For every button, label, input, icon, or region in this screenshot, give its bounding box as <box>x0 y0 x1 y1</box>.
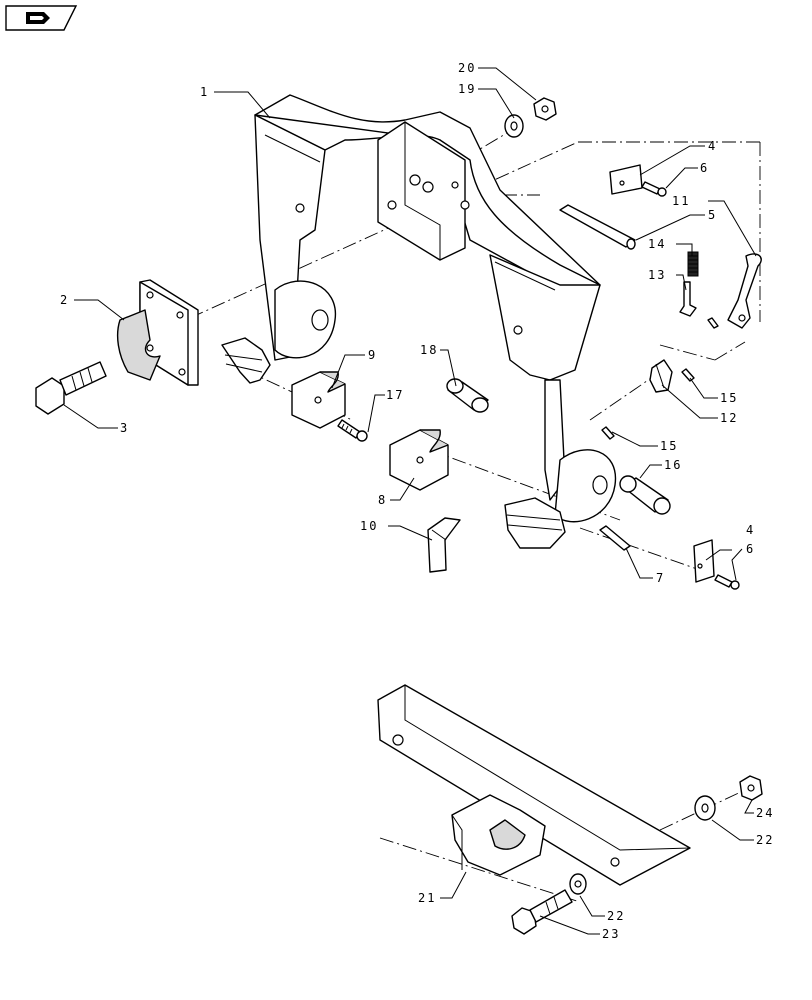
part-6-screw-lower[interactable] <box>714 574 740 590</box>
part-14-spring[interactable] <box>687 251 699 277</box>
callout-3[interactable]: 3 <box>120 421 129 435</box>
part-20-nut[interactable] <box>533 97 557 121</box>
callout-14[interactable]: 14 <box>648 237 666 251</box>
callout-21[interactable]: 21 <box>418 891 436 905</box>
callout-22-left[interactable]: 22 <box>607 909 625 923</box>
callout-18[interactable]: 18 <box>420 343 438 357</box>
part-12-latch[interactable] <box>649 359 673 393</box>
callout-2[interactable]: 2 <box>60 293 69 307</box>
callout-23[interactable]: 23 <box>602 927 620 941</box>
callout-4-upper[interactable]: 4 <box>708 139 717 153</box>
callout-13[interactable]: 13 <box>648 268 666 282</box>
part-24-nut[interactable] <box>739 775 763 801</box>
callout-labels: 1 2 3 4 5 6 4 6 7 8 9 10 11 12 13 14 15 … <box>60 61 774 941</box>
callout-17[interactable]: 17 <box>386 388 404 402</box>
callout-6-lower[interactable]: 6 <box>746 542 755 556</box>
callout-16[interactable]: 16 <box>664 458 682 472</box>
part-11-latch-handle[interactable] <box>727 253 762 329</box>
callout-leaders <box>63 67 757 935</box>
callout-6-upper[interactable]: 6 <box>700 161 709 175</box>
part-15-pin-lower[interactable] <box>601 426 615 440</box>
part-6-screw-upper[interactable] <box>641 181 667 197</box>
part-21-drawbar[interactable] <box>377 684 691 886</box>
part-4-plate-lower[interactable] <box>693 539 715 583</box>
part-3-bolt[interactable] <box>35 361 107 415</box>
callout-15-lower[interactable]: 15 <box>660 439 678 453</box>
callout-9[interactable]: 9 <box>368 348 377 362</box>
part-8-hook-block[interactable] <box>389 429 449 491</box>
callout-8[interactable]: 8 <box>378 493 387 507</box>
callout-24[interactable]: 24 <box>756 806 774 820</box>
part-4-plate-upper[interactable] <box>609 164 643 195</box>
part-13-latch-pin[interactable] <box>679 281 697 317</box>
callout-12[interactable]: 12 <box>720 411 738 425</box>
callout-19[interactable]: 19 <box>458 82 476 96</box>
part-16-bushing[interactable] <box>619 475 671 515</box>
part-2-hitch-plate[interactable] <box>116 279 199 386</box>
part-1-main-frame[interactable] <box>221 94 617 549</box>
callout-10[interactable]: 10 <box>360 519 378 533</box>
part-17-bolt[interactable] <box>337 419 368 442</box>
part-15-pin-upper[interactable] <box>681 317 719 382</box>
callout-11[interactable]: 11 <box>672 194 690 208</box>
callout-7[interactable]: 7 <box>656 571 665 585</box>
part-7-roll-pin[interactable] <box>599 525 631 551</box>
part-9-hook-block[interactable] <box>291 371 346 429</box>
callout-22-right[interactable]: 22 <box>756 833 774 847</box>
book-arrow-icon[interactable] <box>5 5 78 31</box>
callout-1[interactable]: 1 <box>200 85 209 99</box>
callout-20[interactable]: 20 <box>458 61 476 75</box>
part-22-washer-upper[interactable] <box>694 795 716 821</box>
part-18-bushing[interactable] <box>446 378 489 413</box>
callout-4-lower[interactable]: 4 <box>746 523 755 537</box>
part-19-washer[interactable] <box>504 114 524 138</box>
part-22-washer-lower[interactable] <box>569 873 587 895</box>
part-23-bolt[interactable] <box>511 889 573 935</box>
callout-15-upper[interactable]: 15 <box>720 391 738 405</box>
part-5-pin[interactable] <box>559 204 636 250</box>
part-10-bracket[interactable] <box>427 517 461 573</box>
callout-5[interactable]: 5 <box>708 208 717 222</box>
